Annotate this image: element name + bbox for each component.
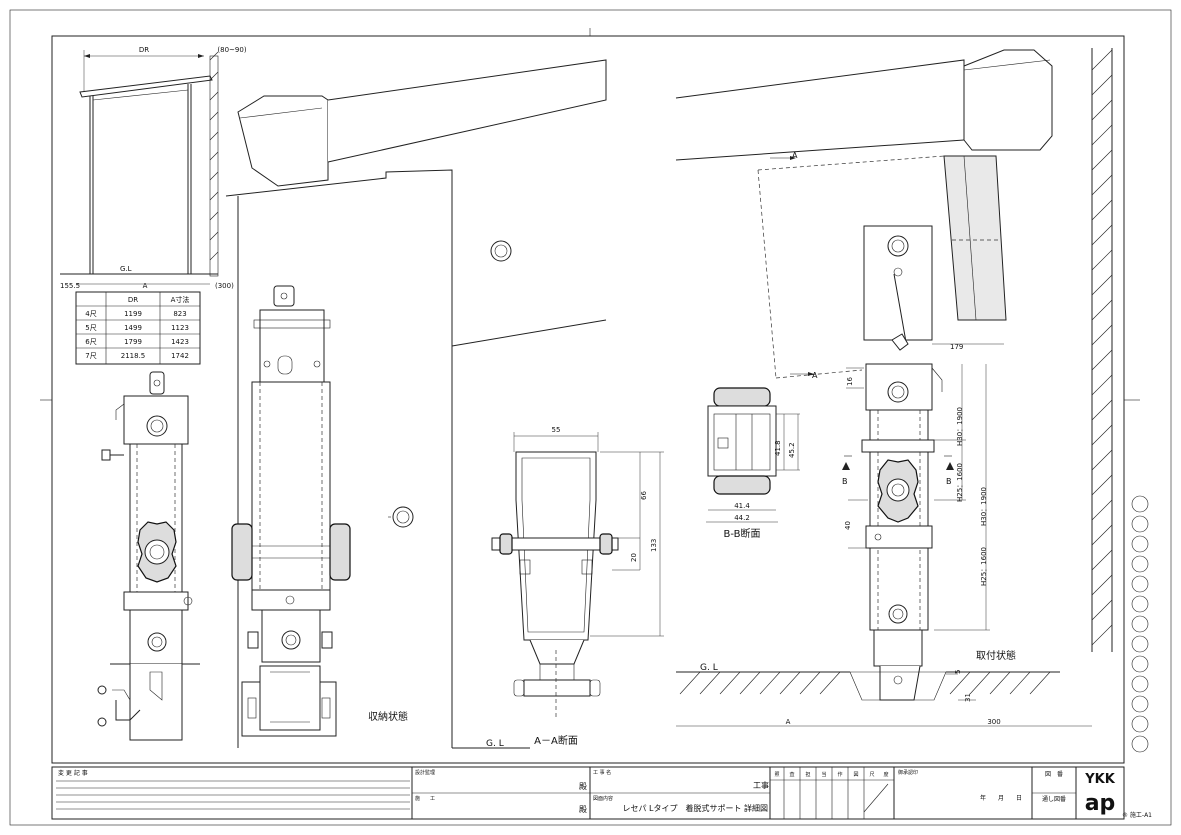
wall-hatch xyxy=(1091,48,1113,652)
brand-bottom: ap xyxy=(1085,791,1116,816)
table-header: DR xyxy=(128,296,138,304)
section-a-bottom: A xyxy=(812,371,818,380)
section-bb: 41.8 45.2 41.4 44.2 B-B断面 xyxy=(706,387,800,540)
approval-col: 当 xyxy=(821,771,826,778)
table-cell: 1423 xyxy=(171,338,189,346)
design-label: 設計監理 xyxy=(415,769,435,776)
table-cell: 1199 xyxy=(124,310,142,318)
approval-col: 図 xyxy=(853,772,858,778)
a-dim: A xyxy=(786,718,791,726)
approval-date-label: 御承認印 xyxy=(898,769,918,776)
date-label: 年 月 日 xyxy=(980,794,1022,802)
margin-circles xyxy=(1131,495,1149,753)
brand-top: YKK xyxy=(1084,772,1115,787)
construction-label: 施 工 xyxy=(415,795,435,802)
gl-label: G.L xyxy=(120,265,132,273)
aa-width: 55 xyxy=(552,426,561,434)
work-name-label: 工 事 名 xyxy=(593,769,611,776)
bb-dim-41-4: 41.4 xyxy=(734,502,750,510)
dim-h30-1900-a: H30：1900 xyxy=(956,407,964,446)
section-aa: 55 66 20 133 A－A断面 xyxy=(491,426,664,747)
installed-label: 取付状態 xyxy=(976,649,1016,662)
aa-dim-133: 133 xyxy=(650,539,658,552)
section-b-right: B xyxy=(946,477,952,486)
stored-state-view: 収納状態 G. L xyxy=(225,59,607,749)
gl-label-stored: G. L xyxy=(486,739,504,749)
overview-elevation: DR (80~90) G.L A 155.5 (300) xyxy=(60,46,247,290)
table-cell: 1799 xyxy=(124,338,142,346)
sheet-code: ® 施工-A1 xyxy=(1122,811,1152,819)
dono-1: 殿 xyxy=(579,782,587,791)
dim-h25-1600-b: H25：1600 xyxy=(980,547,988,586)
left-dim: 155.5 xyxy=(60,282,80,290)
table-cell: 1123 xyxy=(171,324,189,332)
table-cell: 6尺 xyxy=(85,338,96,346)
dr-label: DR xyxy=(139,46,149,54)
table-cell: 4尺 xyxy=(85,310,96,318)
table-cell: 1742 xyxy=(171,352,189,360)
approval-col: 度 xyxy=(883,771,888,778)
approval-col: 尺 xyxy=(869,772,874,778)
approval-col: 担 xyxy=(805,771,810,778)
section-b-left: B xyxy=(842,477,848,486)
table-cell: 2118.5 xyxy=(121,352,146,360)
bb-dim-44-2: 44.2 xyxy=(734,514,750,522)
section-a-top: A xyxy=(792,151,798,160)
stored-label: 収納状態 xyxy=(368,710,408,723)
drawing-title: レセパ Lタイプ 着脱式サポート 詳細図 xyxy=(622,803,768,813)
side-view-support xyxy=(97,371,200,741)
size-table: DR A寸法 4尺 1199 823 5尺 1499 1123 6尺 1799 … xyxy=(75,291,201,365)
table-header: A寸法 xyxy=(171,295,190,304)
dim-300: 300 xyxy=(987,718,1000,726)
bb-dim-45-2: 45.2 xyxy=(788,442,796,458)
serial-label: 通し図番 xyxy=(1042,795,1066,803)
drawing-frame xyxy=(51,35,1125,764)
right-dim: (300) xyxy=(215,282,234,290)
table-cell: 823 xyxy=(173,310,186,318)
gl-label-installed: G. L xyxy=(700,663,718,673)
installed-state-view: A A 179 16 B B 40 xyxy=(675,49,1092,727)
dim-h25-1600-a: H25：1600 xyxy=(956,463,964,502)
aa-dim-20: 20 xyxy=(630,553,638,562)
revision-label: 変 更 記 事 xyxy=(58,769,88,777)
a-label: A xyxy=(143,282,148,290)
dim-5: 5 xyxy=(954,670,962,674)
aa-dim-66: 66 xyxy=(640,491,648,500)
table-cell: 5尺 xyxy=(85,324,96,332)
approval-col: 照 xyxy=(774,772,779,778)
approval-col: 作 xyxy=(837,771,842,778)
dim-179: 179 xyxy=(950,343,963,351)
bb-label: B-B断面 xyxy=(724,527,761,540)
drawing-no-label: 図 番 xyxy=(1045,771,1063,778)
table-cell: 7尺 xyxy=(85,352,96,360)
drawing-content-label: 図面内容 xyxy=(593,795,613,802)
aa-label: A－A断面 xyxy=(534,734,578,747)
bb-dim-41-8: 41.8 xyxy=(774,440,782,456)
dono-2: 殿 xyxy=(579,805,587,814)
approval-col: 査 xyxy=(789,771,794,778)
table-cell: 1499 xyxy=(124,324,142,332)
range-label: (80~90) xyxy=(217,46,246,54)
work-label: 工事 xyxy=(753,780,769,790)
dim-16: 16 xyxy=(846,377,854,386)
title-block: 変 更 記 事 設計監理 施 工 殿 殿 工 事 名 工事 図面内容 レセパ L… xyxy=(51,766,1152,820)
dim-31: 31 xyxy=(964,693,972,702)
dim-h30-1900-b: H30：1900 xyxy=(980,487,988,526)
dim-40: 40 xyxy=(844,521,852,530)
